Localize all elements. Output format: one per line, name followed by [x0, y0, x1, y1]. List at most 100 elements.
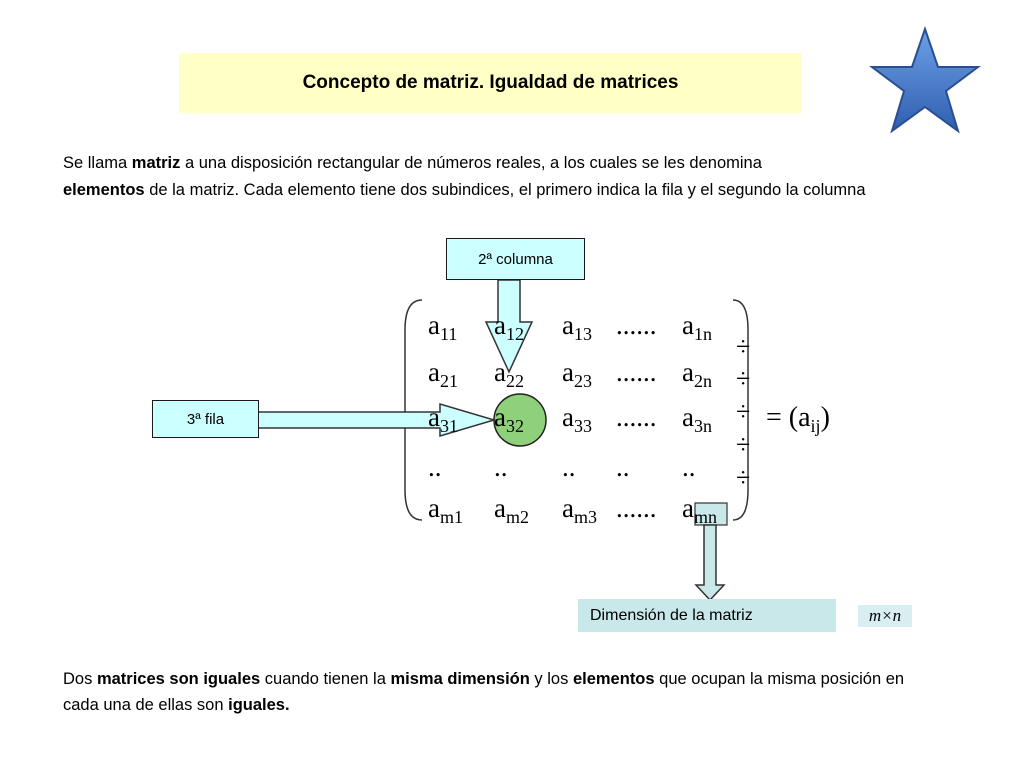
- matrix-cell: ..: [616, 452, 630, 482]
- text-run: Se llama: [63, 154, 132, 172]
- row-arrow: [257, 402, 497, 438]
- separator: ÷: [736, 463, 751, 492]
- matrix-cell-subscript: 12: [505, 324, 524, 344]
- matrix-cell-base: a: [682, 357, 694, 387]
- dimension-label: Dimensión de la matriz: [590, 606, 753, 624]
- matrix-cell: am3: [562, 493, 597, 526]
- bold-term: iguales.: [228, 696, 290, 714]
- separator: ÷: [736, 364, 751, 393]
- matrix-cell-base: a: [562, 402, 574, 432]
- matrix-cell-base: ..: [682, 452, 696, 482]
- bold-term: misma dimensión: [390, 670, 530, 688]
- matrix-cell: am1: [428, 493, 463, 526]
- bold-term: elementos: [572, 670, 655, 688]
- matrix-cell-subscript: m3: [573, 507, 597, 527]
- matrix-cell: ..: [494, 452, 508, 482]
- dimension-formula: m×n: [858, 605, 912, 627]
- definition-paragraph: Se llama matriz a una disposición rectan…: [63, 150, 963, 204]
- separator: ÷: [736, 430, 751, 459]
- matrix-cell-base: ..: [562, 452, 576, 482]
- row-label-box: 3ª fila: [152, 400, 259, 438]
- equals-text: = (a: [766, 402, 811, 433]
- matrix-cell-base: a: [494, 493, 506, 523]
- slide-title: Concepto de matriz. Igualdad de matrices: [179, 53, 802, 113]
- matrix-cell-subscript: mn: [693, 507, 717, 527]
- bold-term-elementos: elementos: [63, 181, 145, 199]
- matrix-cell-subscript: 3n: [693, 416, 712, 436]
- matrix-cell-subscript: 31: [439, 416, 458, 436]
- matrix-cell-subscript: 1n: [693, 324, 712, 344]
- matrix-cell: a22: [494, 357, 524, 390]
- matrix-cell-base: a: [682, 402, 694, 432]
- text-run: que ocupan la misma posición en cada una…: [63, 670, 905, 714]
- star-icon: [869, 25, 981, 134]
- matrix-cell-base: a: [682, 310, 694, 340]
- matrix-cell-base: a: [494, 357, 506, 387]
- matrix-cell-base: ..: [494, 452, 508, 482]
- matrix-cell-subscript: 11: [439, 324, 458, 344]
- matrix-cell-base: a: [562, 310, 574, 340]
- matrix-cell-subscript: 13: [573, 324, 592, 344]
- matrix-cell-subscript: 32: [505, 416, 524, 436]
- matrix-cell-subscript: 33: [573, 416, 592, 436]
- matrix-cell-base: ......: [616, 493, 657, 523]
- text-run: de la matriz. Cada elemento tiene dos su…: [144, 181, 866, 199]
- matrix-notation: = (aij): [766, 402, 830, 436]
- matrix-cell-subscript: 21: [439, 371, 458, 391]
- matrix-cell-base: a: [428, 493, 440, 523]
- matrix-cell-base: a: [682, 493, 694, 523]
- matrix-cell-subscript: 23: [573, 371, 592, 391]
- slide-title-text: Concepto de matriz. Igualdad de matrices: [302, 72, 679, 93]
- matrix-cell-base: ......: [616, 357, 657, 387]
- matrix-cell-base: a: [494, 402, 506, 432]
- separator: ÷: [736, 332, 751, 361]
- dimension-box: Dimensión de la matriz: [578, 599, 836, 632]
- matrix-cell-subscript: 22: [505, 371, 524, 391]
- equals-close: ): [820, 402, 830, 433]
- matrix-cell: ..: [428, 452, 442, 482]
- equality-paragraph: Dos matrices son iguales cuando tienen l…: [63, 666, 943, 718]
- matrix-cell: ......: [616, 357, 657, 387]
- matrix-cell-base: a: [428, 310, 440, 340]
- matrix-cell-subscript: m2: [505, 507, 529, 527]
- bold-term: matrices son iguales: [96, 670, 261, 688]
- matrix-cell-base: ..: [428, 452, 442, 482]
- column-label-box: 2ª columna: [446, 238, 585, 280]
- dimension-arrow: [694, 524, 726, 602]
- matrix-cell-base: ......: [616, 310, 657, 340]
- column-label: 2ª columna: [478, 250, 553, 268]
- matrix-cell: a3n: [682, 402, 712, 435]
- matrix-cell-subscript: m1: [439, 507, 463, 527]
- matrix-cell: a12: [494, 310, 524, 343]
- separator: ÷: [736, 397, 751, 426]
- matrix-cell: a11: [428, 310, 457, 343]
- right-bracket: [732, 299, 749, 521]
- matrix-cell: ..: [562, 452, 576, 482]
- text-run: a una disposición rectangular de números…: [180, 154, 762, 172]
- text-run: cuando tienen la: [260, 670, 391, 688]
- matrix-cell-base: ..: [616, 452, 630, 482]
- text-run: Dos: [63, 670, 97, 688]
- row-label: 3ª fila: [186, 410, 225, 428]
- dimension-formula-text: m×n: [868, 606, 902, 625]
- matrix-cell-base: a: [562, 357, 574, 387]
- matrix-cell-base: a: [494, 310, 506, 340]
- matrix-cell-base: a: [428, 402, 440, 432]
- matrix-cell: a31: [428, 402, 458, 435]
- left-bracket: [404, 299, 423, 521]
- equals-sub: ij: [810, 416, 821, 436]
- matrix-cell: am2: [494, 493, 529, 526]
- matrix-cell: ......: [616, 493, 657, 523]
- matrix-cell: a21: [428, 357, 458, 390]
- matrix-cell: a2n: [682, 357, 712, 390]
- matrix-cell: a23: [562, 357, 592, 390]
- matrix-cell: ......: [616, 310, 657, 340]
- matrix-cell-subscript: 2n: [693, 371, 712, 391]
- bold-term-matriz: matriz: [131, 154, 181, 172]
- column-arrow: [484, 279, 534, 374]
- matrix-cell-base: a: [428, 357, 440, 387]
- matrix-cell: a33: [562, 402, 592, 435]
- text-run: y los: [529, 670, 573, 688]
- matrix-cell: amn: [682, 493, 717, 526]
